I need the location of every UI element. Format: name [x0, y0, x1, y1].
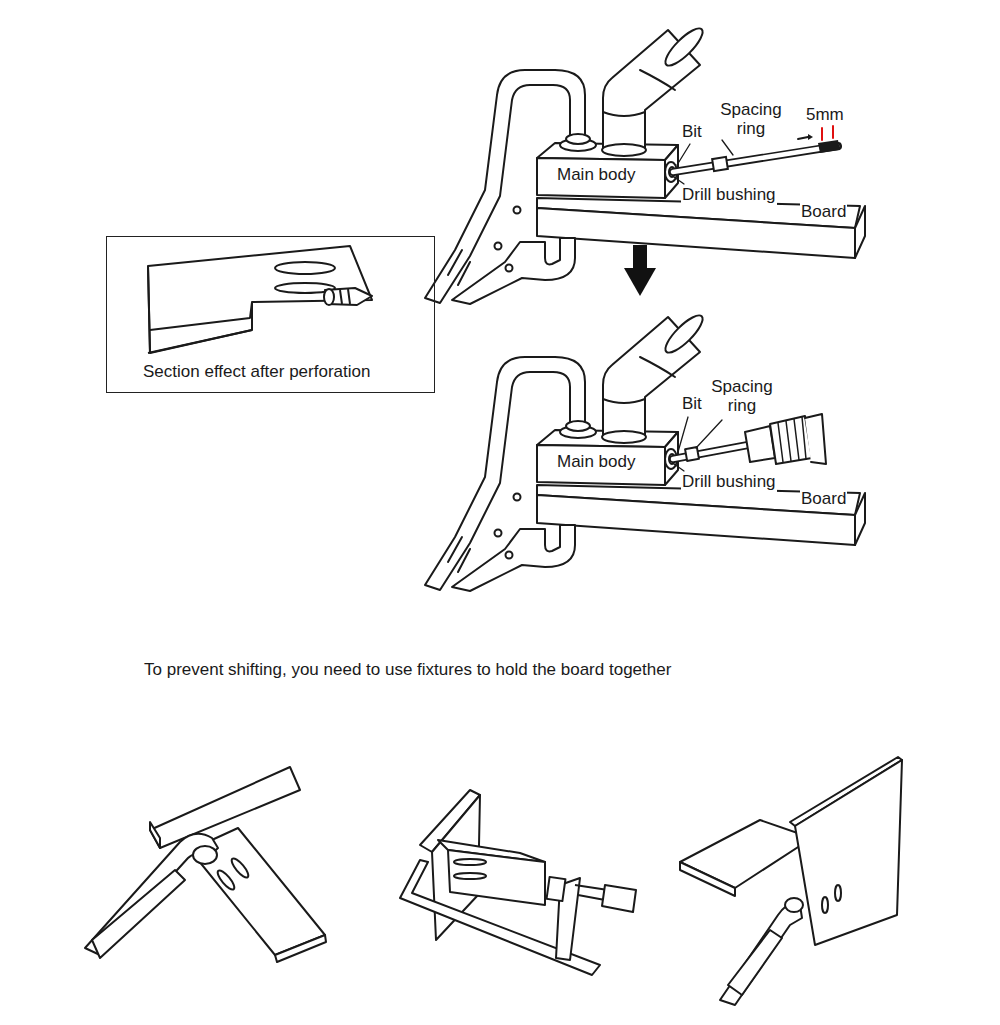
part-label: Board — [800, 203, 847, 222]
instruction-note: To prevent shifting, you need to use fix… — [143, 661, 672, 680]
part-label: Main body — [556, 453, 636, 472]
part-label: Bit — [681, 123, 703, 142]
part-label: Main body — [556, 166, 636, 185]
inset-panel: Section effect after perforation — [106, 236, 435, 393]
part-label: Spacing ring — [712, 101, 790, 138]
part-label: Bit — [681, 395, 703, 414]
dimension-label: 5mm — [805, 106, 845, 125]
part-label: Board — [800, 490, 847, 509]
part-label: Spacing ring — [703, 378, 781, 415]
part-label: Drill bushing — [681, 186, 777, 205]
part-label: Drill bushing — [681, 473, 777, 492]
inset-caption: Section effect after perforation — [141, 362, 372, 382]
